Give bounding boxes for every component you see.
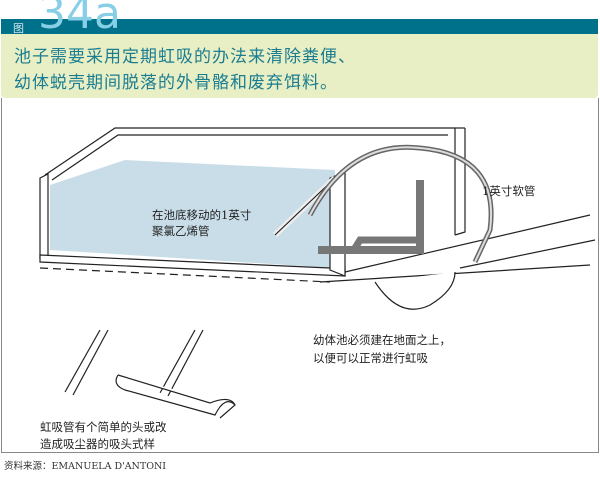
label-tank-note: 幼体池必须建在地面之上， 以便可以正常进行虹吸 xyxy=(313,331,451,367)
figure-prefix: 图 xyxy=(13,22,24,35)
caption-box: 池子需要采用定期虹吸的办法来清除粪便、 幼体蜕壳期间脱落的外骨骼和废弃饵料。 xyxy=(1,34,598,98)
water xyxy=(50,160,335,268)
label-line: 造成吸尘器的吸头式样 xyxy=(40,437,155,451)
source-credit: 资料来源：EMANUELA D'ANTONI xyxy=(4,461,167,472)
label-line: 虹吸管有个简单的头或改 xyxy=(40,420,167,434)
figure-number: 34a xyxy=(38,0,121,39)
label-line: 以便可以正常进行虹吸 xyxy=(313,351,428,365)
siphon-head xyxy=(115,374,236,419)
label-line: 幼体池必须建在地面之上， xyxy=(313,333,451,347)
title-bar xyxy=(1,19,598,34)
caption-line: 池子需要采用定期虹吸的办法来清除粪便、 xyxy=(14,47,356,67)
pvc-pipe xyxy=(318,180,424,254)
siphon-tube xyxy=(64,329,101,393)
label-hose: 1英寸软管 xyxy=(482,184,536,198)
diagram-frame xyxy=(1,98,599,453)
label-line: 在池底移动的1英寸 xyxy=(152,208,252,222)
label-line: 聚氯乙烯管 xyxy=(152,224,210,238)
tank-left-wall xyxy=(39,173,49,259)
caption-line: 幼体蜕壳期间脱落的外骨骼和废弃饵料。 xyxy=(14,73,338,93)
label-pipe-bottom: 在池底移动的1英寸 聚氯乙烯管 xyxy=(152,207,251,239)
label-head-note: 虹吸管有个简单的头或改 造成吸尘器的吸头式样 xyxy=(40,419,167,453)
drain-pit xyxy=(374,271,456,310)
tank-back-wall xyxy=(44,127,456,235)
tank-front-wall xyxy=(329,171,346,277)
